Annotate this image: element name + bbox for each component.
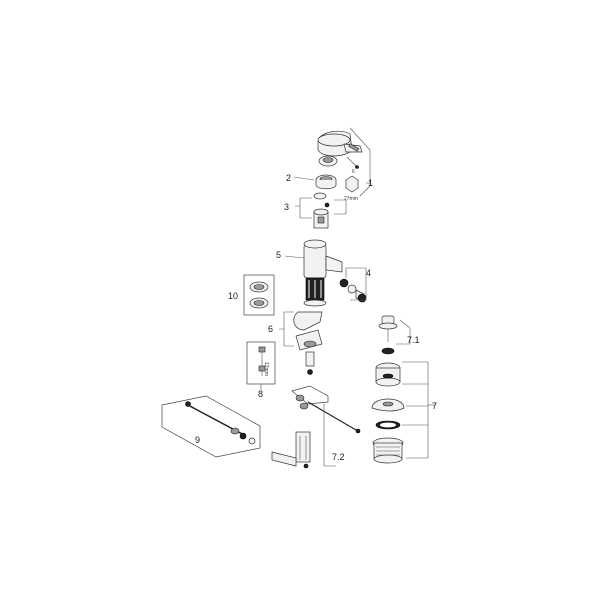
cartridge bbox=[313, 192, 329, 229]
part-label-2: 2 bbox=[286, 173, 291, 183]
handle-lever bbox=[317, 130, 363, 157]
leader-7-1 bbox=[396, 319, 411, 345]
part-label-10: 10 bbox=[228, 291, 238, 301]
leader-7-bracket bbox=[402, 361, 429, 459]
waste-body-upper bbox=[375, 362, 401, 387]
part-label-7: 7 bbox=[432, 401, 437, 411]
part-label-8: 8 bbox=[258, 389, 263, 399]
popup-plug bbox=[378, 315, 398, 355]
cover-ring bbox=[315, 174, 337, 190]
part-label-6: 6 bbox=[268, 324, 273, 334]
leader-6a bbox=[279, 311, 294, 330]
leader-3-right bbox=[334, 199, 347, 215]
waste-gasket bbox=[375, 420, 401, 430]
lift-rod-assembly bbox=[271, 385, 361, 469]
part-label-5: 5 bbox=[276, 250, 281, 260]
wrench-hex-icon bbox=[345, 175, 359, 193]
leader-7-2 bbox=[323, 404, 336, 467]
cartridge-seal bbox=[324, 202, 330, 208]
cap-ring bbox=[318, 155, 338, 167]
dimension-label-8: 12mm bbox=[263, 362, 269, 376]
mixer-body bbox=[303, 239, 343, 307]
waste-body-lower bbox=[372, 437, 404, 464]
leader-5 bbox=[284, 255, 305, 259]
part-label-9: 9 bbox=[195, 435, 200, 445]
fixing-clamp bbox=[293, 311, 323, 375]
label-6-mark: 6 bbox=[352, 169, 355, 175]
leader-6b bbox=[283, 329, 294, 347]
aerator bbox=[339, 278, 367, 303]
part-8-frame bbox=[246, 341, 276, 385]
part-label-7-2: 7.2 bbox=[332, 452, 345, 462]
waste-nut bbox=[371, 398, 405, 412]
leader-1-top bbox=[349, 127, 371, 186]
leader-3a bbox=[295, 197, 312, 207]
handle-screw bbox=[346, 156, 359, 169]
part-9-frame bbox=[161, 395, 261, 458]
wrench-size-label: 27mm bbox=[344, 196, 358, 202]
leader-2 bbox=[293, 176, 315, 181]
part-10-frame bbox=[243, 274, 275, 316]
part-label-1: 1 bbox=[368, 178, 373, 188]
part-label-7-1: 7.1 bbox=[407, 335, 420, 345]
leader-4 bbox=[345, 267, 367, 301]
part-label-3: 3 bbox=[284, 202, 289, 212]
leader-3b bbox=[299, 206, 312, 219]
leader-1-bottom bbox=[359, 185, 371, 197]
part-label-4: 4 bbox=[366, 268, 371, 278]
